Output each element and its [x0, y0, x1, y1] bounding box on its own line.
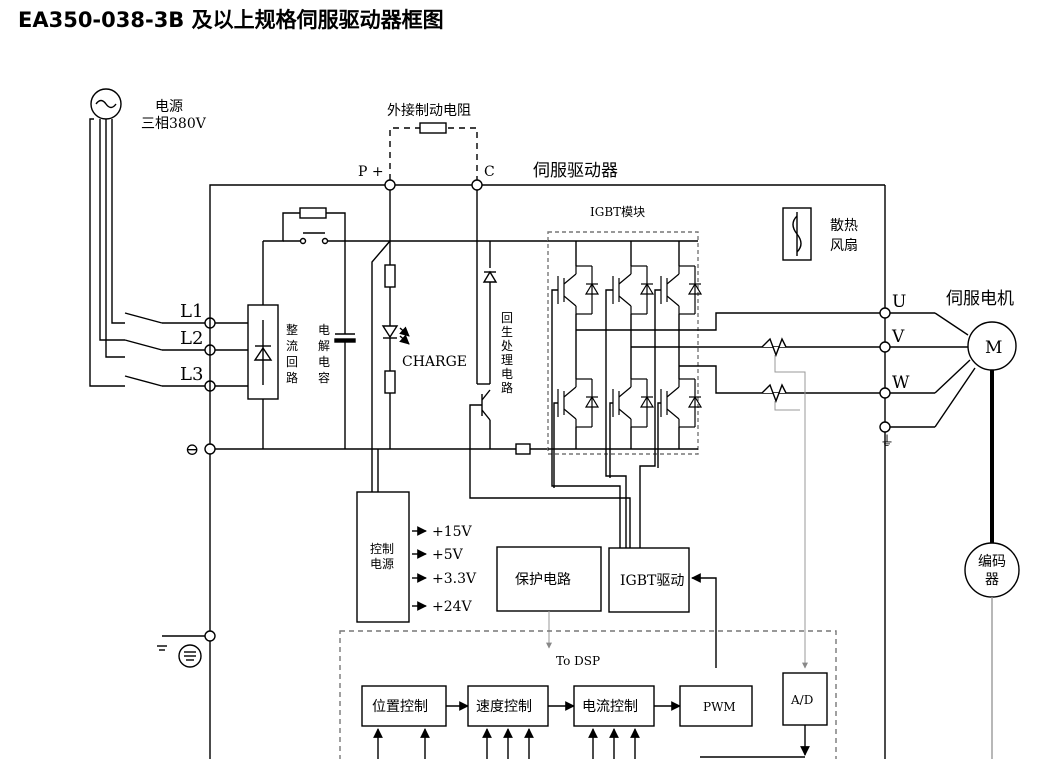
- rectifier-label: 整 流 回 路: [286, 322, 298, 385]
- pwm-label: PWM: [703, 700, 736, 714]
- earth-ground-icon: [178, 644, 202, 668]
- current-sensor-w: [761, 383, 787, 403]
- to-dsp-label: To DSP: [556, 654, 600, 668]
- voltage-3v3: +3.3V: [432, 571, 477, 587]
- power-label: 电源: [155, 99, 183, 115]
- charge-led-icon: [381, 325, 399, 339]
- brake-resistor-label: 外接制动电阻: [387, 102, 471, 119]
- svg-text:生: 生: [501, 325, 513, 339]
- power-spec: 三相380V: [141, 116, 207, 132]
- protection-label: 保护电路: [515, 572, 571, 588]
- speed-control-block: [467, 685, 549, 727]
- svg-text:控制: 控制: [370, 542, 394, 556]
- svg-text:电: 电: [501, 367, 513, 381]
- svg-text:路: 路: [501, 380, 513, 395]
- brake-resistor: [419, 122, 447, 134]
- precharge-resistor: [299, 207, 327, 219]
- terminal-l3: L3: [180, 364, 203, 385]
- encoder-label: 编码 器: [978, 554, 1006, 588]
- svg-text:风扇: 风扇: [830, 238, 858, 254]
- ground-terminal-icon: ⏚: [880, 434, 894, 450]
- pwm-block: [679, 685, 753, 727]
- terminal-w: W: [892, 373, 910, 393]
- ad-block: [782, 672, 828, 726]
- regen-label: 回 生 处 理 电 路: [501, 311, 513, 395]
- protection-circuit-block: [496, 546, 602, 612]
- svg-text:器: 器: [985, 572, 999, 588]
- svg-text:整: 整: [286, 322, 298, 337]
- svg-text:回: 回: [286, 355, 298, 369]
- terminal-p-plus: P +: [358, 164, 384, 180]
- terminal-l2: L2: [180, 328, 203, 349]
- motor-title: 伺服电机: [946, 289, 1014, 309]
- position-control-block: [361, 685, 447, 727]
- speed-control-label: 速度控制: [476, 699, 532, 715]
- igbt-module-label: IGBT模块: [590, 205, 645, 219]
- voltage-5v: +5V: [432, 547, 464, 563]
- svg-text:解: 解: [318, 339, 330, 353]
- terminal-v: V: [891, 327, 905, 347]
- igbt-module: [547, 231, 699, 455]
- negative-terminal-icon: ⊖: [185, 440, 199, 460]
- current-sensor-v: [761, 337, 787, 357]
- svg-text:处: 处: [501, 339, 513, 353]
- svg-text:电源: 电源: [370, 557, 394, 571]
- svg-text:流: 流: [286, 339, 298, 353]
- svg-text:电: 电: [318, 323, 330, 337]
- drive-title: 伺服驱动器: [533, 161, 618, 181]
- voltage-15v: +15V: [432, 524, 473, 540]
- position-control-label: 位置控制: [372, 699, 428, 715]
- svg-text:路: 路: [286, 370, 298, 385]
- svg-text:电: 电: [318, 355, 330, 369]
- svg-text:理: 理: [501, 353, 513, 367]
- terminal-l1: L1: [180, 301, 203, 322]
- terminal-c: C: [484, 164, 495, 180]
- page-title: EA350-038-3B 及以上规格伺服驱动器框图: [18, 8, 444, 32]
- svg-text:回: 回: [501, 311, 513, 325]
- svg-text:散热: 散热: [830, 218, 858, 234]
- igbt-driver-block: [608, 547, 690, 613]
- terminal-u: U: [892, 292, 906, 312]
- current-control-label: 电流控制: [582, 699, 638, 715]
- svg-text:容: 容: [318, 370, 330, 385]
- voltage-24v: +24V: [432, 599, 473, 615]
- encoder: [964, 542, 1020, 598]
- svg-text:编码: 编码: [978, 554, 1006, 570]
- fan-icon: [782, 207, 812, 261]
- igbt-driver-label: IGBT驱动: [620, 573, 684, 589]
- motor-symbol: M: [985, 338, 1002, 358]
- ad-label: A/D: [790, 693, 813, 707]
- current-control-block: [573, 685, 655, 727]
- charge-label: CHARGE: [402, 354, 467, 370]
- fan-label: 散热 风扇: [830, 218, 858, 254]
- control-power-label: 控制 电源: [370, 542, 394, 571]
- capacitor-label: 电 解 电 容: [318, 323, 330, 385]
- dsp-region: [339, 630, 837, 759]
- control-power-block: [356, 491, 410, 623]
